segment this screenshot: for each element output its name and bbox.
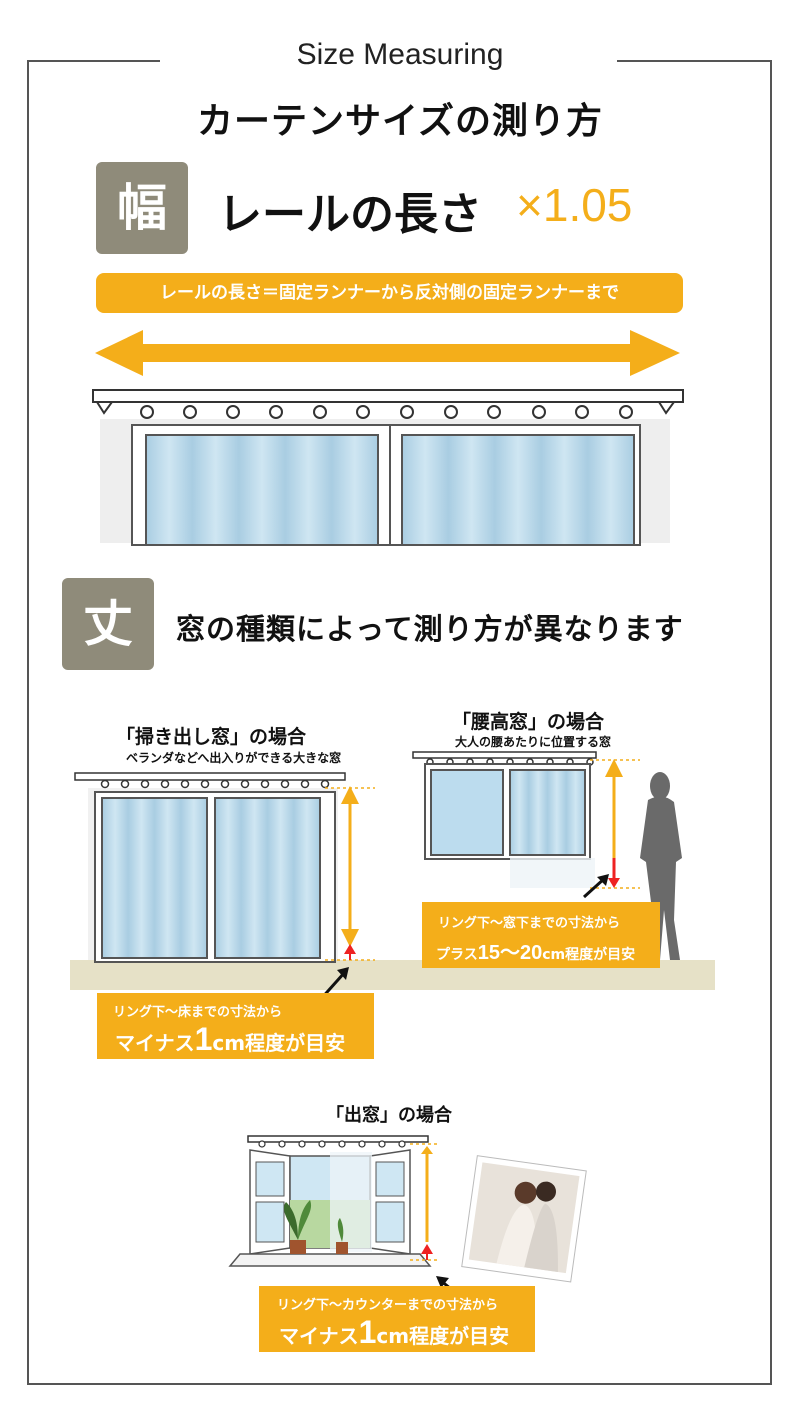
width-badge: 幅 [96,162,188,254]
sweep-note-line1: リング下〜床までの寸法から [113,1005,283,1020]
width-headline: レールの長さ [218,189,482,240]
page-title: カーテンサイズの測り方 [197,101,603,142]
bay-note-suffix: cm程度が目安 [376,1324,510,1348]
bay-note-prefix: マイナス [279,1324,359,1348]
waist-window-subtitle: 大人の腰あたりに位置する窓 [455,735,612,749]
width-definition: レールの長さ＝固定ランナーから反対側の固定ランナーまで [96,273,683,313]
bay-window-title: 「出窓」の場合 [326,1105,452,1126]
length-badge: 丈 [62,578,154,670]
bay-note-line2: マイナス1cm程度が目安 [279,1314,509,1351]
width-multiplier: ×1.05 [516,179,633,231]
length-headline: 窓の種類によって測り方が異なります [176,612,684,646]
bay-note-number: 1 [358,1314,377,1350]
sweep-window-title: 「掃き出し窓」の場合 [116,726,307,748]
sweep-note-number: 1 [194,1021,213,1057]
sweep-note: リング下〜床までの寸法から マイナス1cm程度が目安 [97,993,374,1059]
waist-note-line1: リング下〜窓下までの寸法から [438,916,621,931]
waist-window-title: 「腰高窓」の場合 [452,711,605,733]
sweep-note-prefix: マイナス [115,1031,195,1055]
plant-icon [283,1200,312,1254]
width-definition-text: レールの長さ＝固定ランナーから反対側の固定ランナーまで [160,283,619,303]
length-illustration [70,751,715,1001]
waist-note-suffix: cm程度が目安 [542,947,636,963]
frame-bottom [27,1383,772,1385]
frame-left [27,60,29,1385]
waist-note-number: 15〜20 [477,942,543,964]
sweep-note-line2: マイナス1cm程度が目安 [115,1021,345,1058]
person-silhouette-icon [640,772,682,960]
bay-note-line1: リング下〜カウンターまでの寸法から [277,1298,499,1313]
bay-note: リング下〜カウンターまでの寸法から マイナス1cm程度が目安 [259,1286,535,1352]
photo-card-icon [461,1155,587,1283]
waist-note-prefix: プラス [436,947,478,963]
waist-note-line2: プラス15〜20cm程度が目安 [436,936,635,965]
sweep-note-suffix: cm程度が目安 [212,1031,346,1055]
waist-note: リング下〜窓下までの寸法から プラス15〜20cm程度が目安 [422,902,660,968]
rail-window-illustration [92,389,684,546]
frame-right [770,60,772,1385]
frame-top-left [27,60,160,62]
frame-top-right [617,60,772,62]
page-title-en: Size Measuring [296,38,504,71]
plant-small-icon [336,1218,348,1254]
sweep-window-subtitle: ベランダなどへ出入りができる大きな窓 [126,751,342,765]
bay-window-illustration [228,1135,587,1300]
double-arrow-icon [95,330,680,376]
